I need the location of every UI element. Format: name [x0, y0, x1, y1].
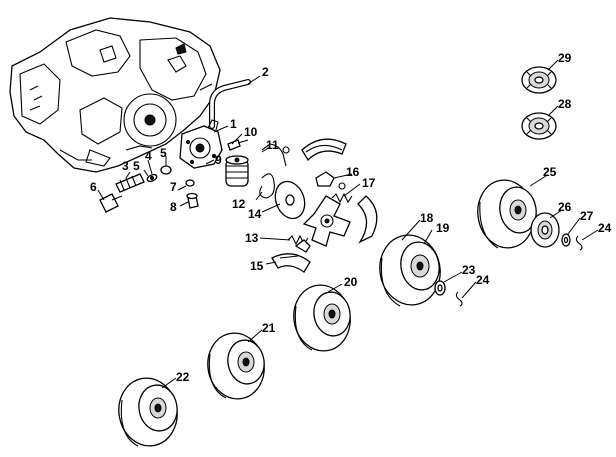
part-label: 24: [598, 221, 612, 235]
clutch-drum-25: [477, 179, 537, 249]
rim-sprocket-26: [530, 212, 560, 248]
part-label: 6: [90, 180, 97, 194]
clutch-spring-clip: [315, 171, 346, 190]
adjusting-screw: [99, 193, 123, 213]
pump-shaft: [115, 173, 145, 193]
clutch-shoe-right: [357, 195, 378, 244]
part-label: 23: [462, 263, 476, 277]
part-label: 3: [122, 159, 129, 173]
adjust-spring: [146, 173, 158, 183]
part-label: 15: [250, 259, 264, 273]
part-label: 13: [245, 231, 259, 245]
thrust-washer: [274, 180, 306, 220]
washer-27: [561, 233, 571, 247]
part-label: 8: [170, 200, 177, 214]
part-label: 4: [145, 149, 152, 163]
part-label: 1: [230, 117, 237, 131]
plug-screw: [186, 192, 199, 209]
clutch-carrier: [302, 195, 351, 247]
part-label: 9: [215, 153, 222, 167]
clutch-spring-lower: [287, 234, 311, 253]
pump-screw: [227, 139, 249, 151]
part-label: 14: [248, 207, 262, 221]
part-label: 28: [558, 97, 572, 111]
part-label: 5: [133, 159, 140, 173]
clutch-drum-21: [207, 332, 265, 400]
part-label: 19: [436, 221, 450, 235]
part-label: 17: [362, 176, 376, 190]
part-label: 2: [262, 65, 269, 79]
part-labels: 1 2 3 4 5 5 6 7 8 9 10 11 12 13 14 15 16…: [90, 51, 612, 384]
clutch-spring: [331, 192, 353, 204]
part-label: 18: [420, 211, 434, 225]
drive-spring: [261, 143, 290, 167]
part-label: 26: [558, 200, 572, 214]
part-label: 5: [160, 146, 167, 160]
rim-sprocket-upper: [521, 66, 557, 94]
part-label: 10: [244, 125, 258, 139]
part-label: 22: [176, 370, 190, 384]
leader-lines: [97, 59, 599, 389]
e-clip-lower: [455, 291, 463, 307]
clutch-shoe-upper: [301, 138, 347, 162]
part-label: 25: [543, 165, 557, 179]
clutch-drum-19: [379, 234, 441, 307]
crankcase-housing: [9, 17, 221, 173]
part-label: 27: [580, 209, 594, 223]
part-label: 20: [344, 275, 358, 289]
part-label: 11: [266, 138, 279, 152]
part-label: 12: [232, 197, 246, 211]
rim-sprocket-lower: [521, 112, 557, 140]
worm-gear: [225, 155, 249, 187]
part-label: 16: [346, 165, 360, 179]
part-label: 21: [262, 321, 276, 335]
part-label: 7: [170, 180, 177, 194]
clutch-shoe-lower: [271, 253, 311, 273]
part-label: 24: [476, 273, 490, 287]
oil-hose: [209, 79, 251, 129]
spring-clip: [259, 173, 275, 199]
e-clip-upper: [575, 235, 583, 251]
washer-23: [434, 280, 446, 296]
part-label: 29: [558, 51, 572, 65]
oil-pump: [179, 119, 223, 169]
adjust-washer: [160, 165, 172, 175]
o-ring: [185, 179, 195, 187]
clutch-drum-20: [293, 284, 351, 352]
clutch-drum-22: [118, 377, 178, 447]
